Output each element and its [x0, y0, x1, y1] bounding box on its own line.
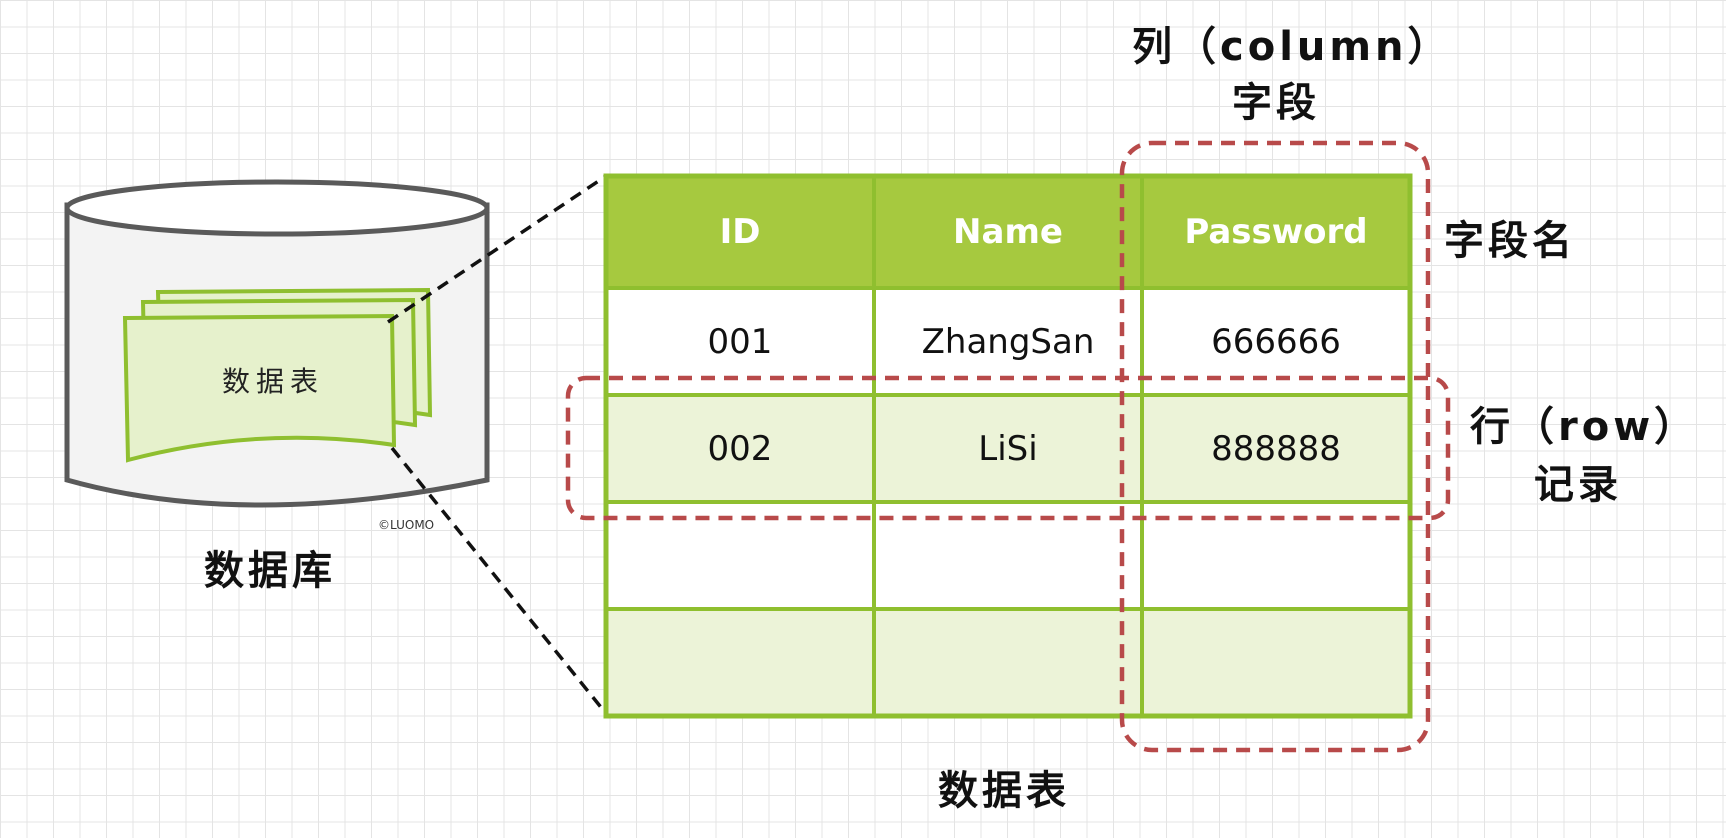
field-name-label: 字段名: [1444, 218, 1576, 264]
database-label: 数据库: [204, 548, 336, 594]
table-header-row: [606, 176, 1410, 288]
header-cell-id: ID: [719, 212, 761, 252]
table-cell-r1-id: 001: [707, 321, 773, 362]
table-cell-r2-id: 002: [707, 428, 773, 469]
row-highlight: [565, 375, 1451, 521]
header-cell-name: Name: [953, 212, 1063, 252]
table-stack-label: 数据表: [222, 365, 325, 398]
table-cell-r1-name: ZhangSan: [921, 321, 1095, 362]
zoom-line-bottom: [390, 446, 610, 718]
table-cell-r2-name: LiSi: [978, 428, 1038, 469]
table-stack-icon: [122, 287, 433, 463]
table-grid: [603, 173, 1413, 719]
row-label: 行（row）: [1470, 404, 1699, 450]
watermark: ©LUOMO: [378, 518, 435, 532]
field-label: 字段: [1232, 80, 1320, 126]
table-cell-r2-password: 888888: [1211, 428, 1341, 469]
zoom-line-top: [387, 174, 607, 324]
header-cell-password: Password: [1184, 212, 1368, 252]
column-highlight: [1119, 140, 1431, 753]
table-row-4: [606, 609, 1410, 716]
record-label: 记录: [1534, 462, 1622, 508]
table-caption: 数据表: [938, 768, 1070, 814]
table-cell-r1-password: 666666: [1211, 321, 1341, 362]
table-row-2: [606, 395, 1410, 502]
column-label: 列（column）: [1132, 24, 1452, 70]
